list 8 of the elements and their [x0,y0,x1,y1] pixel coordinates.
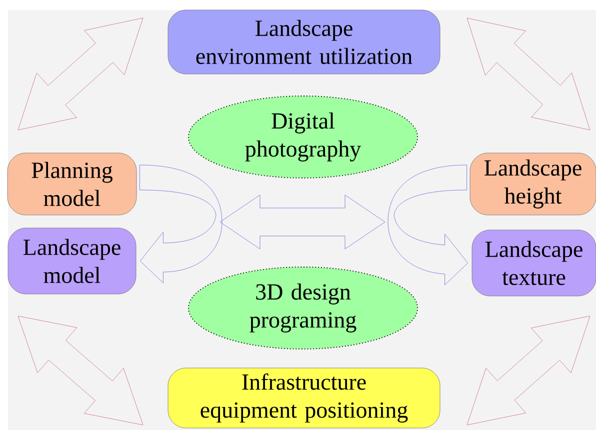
curved-arrow [388,164,468,286]
rounded-box: Planning model [7,152,137,216]
rounded-box: Landscape environment utilization [168,10,440,74]
rounded-box: Landscape model [8,228,136,294]
curved-arrow [139,164,222,284]
rounded-box: Landscape texture [472,230,596,296]
rounded-box: Infrastructure equipment positioning [168,368,440,428]
rounded-box: Landscape height [470,152,596,216]
